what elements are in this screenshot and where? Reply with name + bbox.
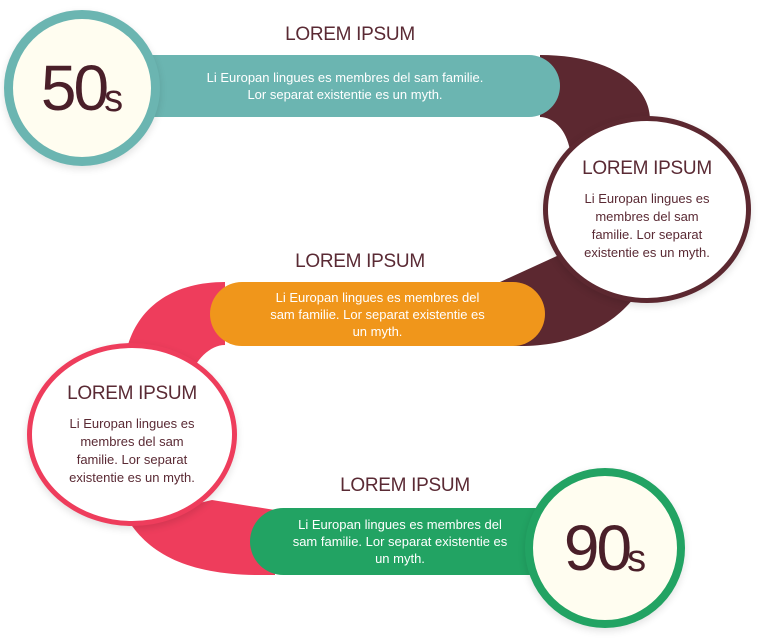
step-5-line-1: Li Europan lingues es membres del (298, 517, 502, 532)
step-2-line-4: existentie es un myth. (584, 244, 710, 260)
step-2-line-1: Li Europan lingues es (584, 190, 710, 206)
step-1-title: LOREM IPSUM (285, 24, 415, 45)
step-5-title: LOREM IPSUM (340, 475, 470, 496)
step-4-line-2: membres del sam (80, 433, 184, 449)
step-1-line-1: Li Europan lingues es membres del sam fa… (206, 70, 484, 85)
badge-50-suffix: s (104, 78, 124, 120)
step-4-title: LOREM IPSUM (67, 382, 197, 404)
badge-50-number: 50 (40, 52, 109, 124)
badge-90-suffix: s (627, 538, 647, 580)
step-2-line-2: membres del sam (595, 208, 699, 224)
step-1-badge: 50 s (4, 10, 160, 166)
step-3-line-1: Li Europan lingues es membres del (275, 289, 480, 305)
step-3-title: LOREM IPSUM (295, 251, 425, 272)
step-1-text: Li Europan lingues es membres del sam fa… (207, 69, 484, 103)
badge-90-number: 90 (563, 512, 632, 584)
step-4-circle: LOREM IPSUM Li Europan lingues es membre… (27, 343, 237, 526)
step-3-text: Li Europan lingues es membres del sam fa… (270, 289, 485, 340)
step-3-line-2: sam familie. Lor separat existentie es (270, 306, 485, 322)
step-5-bar: Li Europan lingues es membres del sam fa… (250, 508, 550, 575)
step-5-line-3: un myth. (375, 551, 425, 566)
step-2-title: LOREM IPSUM (582, 157, 712, 179)
step-1-bar: Li Europan lingues es membres del sam fa… (130, 55, 560, 117)
step-5-badge: 90 s (525, 468, 685, 628)
step-2-line-3: familie. Lor separat (591, 226, 703, 242)
step-1-line-2: Lor separat existentie es un myth. (247, 87, 443, 102)
step-2-circle: LOREM IPSUM Li Europan lingues es membre… (543, 116, 751, 303)
step-3-bar: Li Europan lingues es membres del sam fa… (210, 282, 545, 346)
step-4-text: Li Europan lingues es membres del sam fa… (69, 415, 195, 487)
step-5-line-2: sam familie. Lor separat existentie es (292, 534, 508, 549)
step-5-text: Li Europan lingues es membres del sam fa… (293, 516, 508, 567)
step-4-line-3: familie. Lor separat (76, 451, 188, 467)
step-3-line-3: un myth. (352, 323, 403, 339)
step-2-text: Li Europan lingues es membres del sam fa… (584, 190, 710, 262)
step-4-line-1: Li Europan lingues es (69, 415, 195, 431)
step-4-line-4: existentie es un myth. (69, 469, 195, 485)
